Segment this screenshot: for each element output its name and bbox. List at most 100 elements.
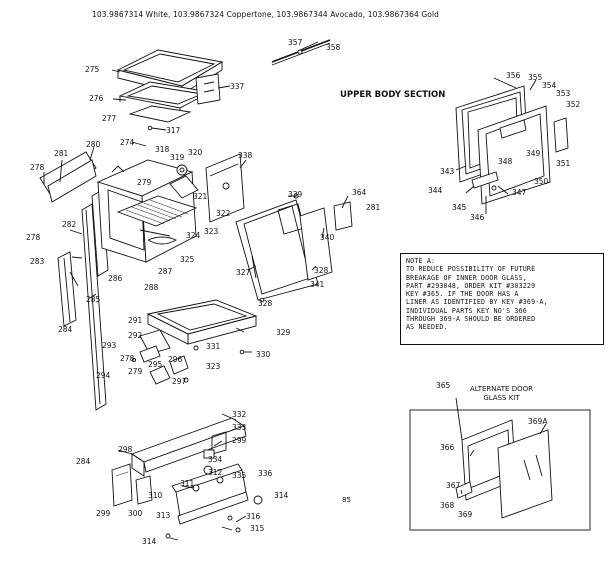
part-label: 350 (534, 177, 549, 186)
part-label: 324 (186, 231, 201, 240)
part-label: 323 (204, 227, 219, 236)
part-label: 274 (120, 138, 135, 147)
note-line: INDIVIDUAL PARTS KEY NO'S 366 (406, 306, 527, 315)
alternate-door-glass-kit (409, 409, 591, 531)
part-label: 345 (452, 203, 467, 212)
part-label: 368 (440, 501, 455, 510)
part-label: 357 (288, 38, 303, 47)
part-label: 278 (30, 163, 45, 172)
part-label: 278 (120, 354, 135, 363)
part-label: 329 (276, 328, 291, 337)
note-line: BREAKAGE OF INNER DOOR GLASS, (406, 273, 527, 282)
part-label: 328 (258, 299, 273, 308)
part-label: 296 (168, 355, 183, 364)
part-label: 277 (102, 114, 117, 123)
part-label: 287 (158, 267, 173, 276)
part-label: 365 (436, 381, 451, 390)
part-label: 319 (170, 153, 185, 162)
part-label: 276 (89, 94, 104, 103)
part-label: 358 (326, 43, 341, 52)
part-label: 321 (193, 192, 208, 201)
cooktop-drip-tray-assembly (116, 49, 224, 131)
part-label: 284 (58, 325, 73, 334)
part-label: 312 (208, 468, 223, 477)
part-label: 285 (86, 295, 101, 304)
part-label: 340 (320, 233, 335, 242)
part-label: 279 (128, 367, 143, 376)
part-label: 297 (172, 377, 187, 386)
part-label: 347 (512, 188, 527, 197)
note-line: AS NEEDED. (406, 323, 448, 332)
control-panel-assembly (111, 417, 263, 539)
part-label: 317 (166, 126, 181, 135)
part-label: 291 (128, 316, 143, 325)
part-label: 298 (118, 445, 133, 454)
part-label: 355 (528, 73, 543, 82)
part-label: 369A (528, 417, 548, 426)
part-label: 314 (274, 491, 289, 500)
part-label: 352 (566, 100, 581, 109)
part-label: 332 (232, 410, 247, 419)
part-label: 282 (62, 220, 77, 229)
part-label: 299 (96, 509, 111, 518)
part-label: 367 (446, 481, 461, 490)
part-label: 281 (54, 149, 69, 158)
part-label: 283 (30, 257, 45, 266)
leader-lines (43, 41, 547, 541)
part-label: 339 (288, 190, 303, 199)
part-label: 295 (148, 360, 163, 369)
part-label: 331 (206, 342, 221, 351)
part-label: 327 (236, 268, 251, 277)
part-label: 369 (458, 510, 473, 519)
part-label: 348 (498, 157, 513, 166)
part-label: 292 (128, 331, 143, 340)
part-label: 286 (108, 274, 123, 283)
part-label: 328 (314, 266, 329, 275)
part-label: 311 (180, 479, 195, 488)
part-label: 310 (148, 491, 163, 500)
bracket-parts (131, 345, 199, 385)
alternate-kit-title-line2: GLASS KIT (483, 394, 520, 402)
part-label: 294 (96, 371, 111, 380)
note-line: TO REDUCE POSSIBILITY OF FUTURE (406, 265, 536, 274)
alternate-kit-title: ALTERNATE DOOR GLASS KIT (470, 385, 533, 403)
part-label: 322 (216, 209, 231, 218)
cabinet-side-panels (39, 151, 109, 411)
model-numbers-header: 103.9867314 White, 103.9867324 Copperton… (92, 10, 440, 19)
note-line: LINER AS IDENTIFIED BY KEY #369-A, (406, 298, 548, 307)
part-label: 299 (232, 436, 247, 445)
part-label: 333 (232, 423, 247, 432)
part-label: 354 (542, 81, 557, 90)
broiler-drawer-assembly (139, 299, 258, 355)
part-label: 315 (250, 524, 265, 533)
thermostat-and-rear-panel (169, 153, 245, 223)
oven-liner-assembly (96, 159, 198, 263)
note-line: THROUGH 369-A SHOULD BE ORDERED (406, 315, 536, 324)
part-label: 366 (440, 443, 455, 452)
part-label: 364 (352, 188, 367, 197)
part-label: 356 (506, 71, 521, 80)
part-label: 279 (137, 178, 152, 187)
part-label: 344 (428, 186, 443, 195)
part-number-labels: 357 358 275 276 277 337 317 274 280 281 … (26, 38, 581, 546)
part-label: 316 (246, 512, 261, 521)
part-label: 338 (238, 151, 253, 160)
part-label: 281 (366, 203, 381, 212)
part-label: 335 (232, 471, 247, 480)
part-label: 343 (440, 167, 455, 176)
part-label: 341 (310, 280, 325, 289)
part-label: 325 (180, 255, 195, 264)
part-label: 334 (208, 455, 223, 464)
part-label: 353 (556, 89, 571, 98)
oven-door-assembly (235, 193, 353, 303)
part-label: 318 (155, 145, 170, 154)
note-line: PART #293048, ORDER KIT #303229 (406, 281, 536, 290)
part-label: 300 (128, 509, 143, 518)
part-label: 330 (256, 350, 271, 359)
part-label: 351 (556, 159, 571, 168)
part-label: 288 (144, 283, 159, 292)
note-line: NOTE A: (406, 257, 436, 265)
alternate-kit-title-line1: ALTERNATE DOOR (470, 385, 533, 393)
page-code: 85 (342, 496, 351, 504)
